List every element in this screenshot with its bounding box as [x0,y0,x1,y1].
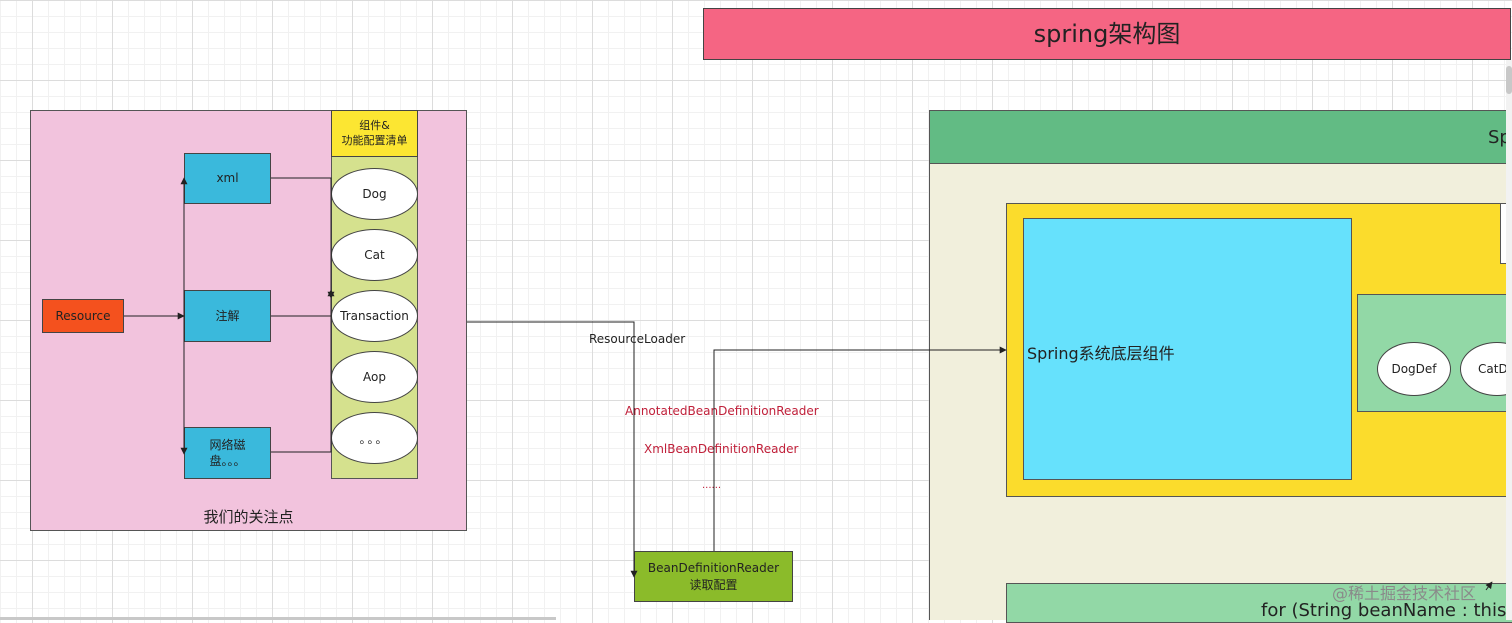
component-dog: Dog [331,168,418,220]
def-dog: DogDef [1377,342,1451,396]
edge-reader-core [713,346,1007,551]
component-more: 。。。 [331,412,418,464]
edge-xml-manifest [271,177,335,299]
focus-panel-caption: 我们的关注点 [203,508,294,526]
reader-more: ...... [702,480,722,491]
vertical-scrollbar[interactable] [1506,60,1512,620]
watermark: @稀土掘金技术社区 [1332,584,1477,603]
vertical-scroll-thumb[interactable] [1506,66,1512,94]
horizontal-scrollbar[interactable] [0,617,556,620]
resource-box: Resource [42,299,124,333]
core-components-box: Spring系统底层组件 [1023,218,1352,480]
diagram-title: spring架构图 [703,8,1511,60]
resource-loader-label: ResourceLoader [589,332,686,346]
edge-bottom-right [1485,581,1493,591]
right-panel-header: Sp [929,110,1512,164]
component-aop: Aop [331,351,418,403]
loop-code-text: for (String beanName : this. [1261,600,1512,621]
reader-annotated: AnnotatedBeanDefinitionReader [625,404,819,418]
component-cat: Cat [331,229,418,281]
edge-panel-reader [467,321,638,578]
manifest-header: 组件& 功能配置清单 [331,110,418,157]
core-components-label: Spring系统底层组件 [1027,344,1175,363]
bean-definition-reader-box: BeanDefinitionReader 读取配置 [634,551,793,602]
source-xml: xml [184,153,271,204]
component-transaction: Transaction [331,290,418,342]
right-panel-header-text: Sp [1488,127,1511,148]
reader-xml: XmlBeanDefinitionReader [644,442,799,456]
edge-network-manifest [271,289,335,453]
source-annotation: 注解 [184,290,271,342]
source-network-disk: 网络磁盘。。。 [184,427,271,479]
loop-code-box: for (String beanName : this. [1006,583,1512,623]
